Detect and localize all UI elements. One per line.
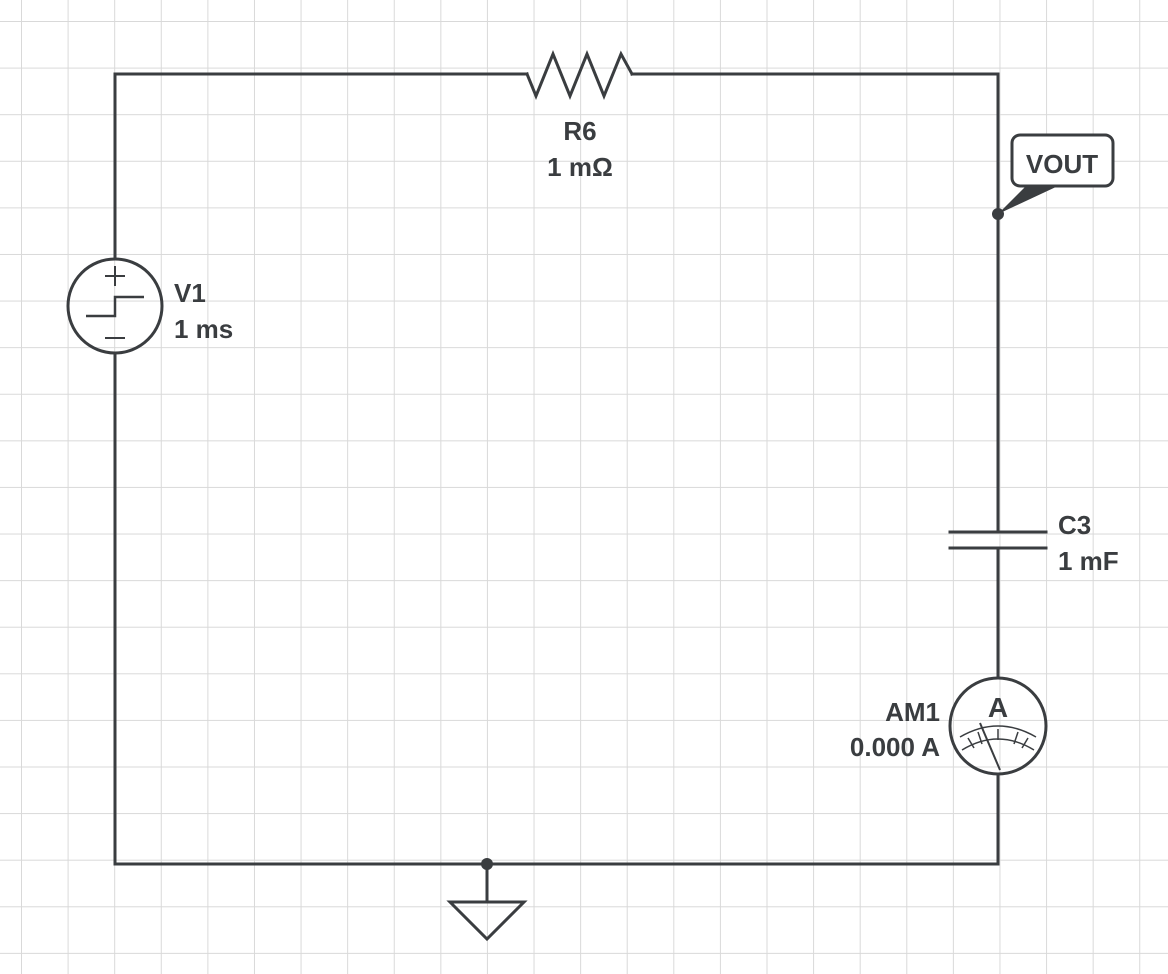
ground-icon <box>446 900 528 942</box>
source-ref-label: V1 <box>174 278 206 308</box>
resistor-ref-label: R6 <box>563 116 596 146</box>
ammeter-symbol: A <box>988 692 1008 723</box>
wires <box>113 72 1000 904</box>
voltage-source-v1[interactable]: V1 1 ms <box>66 257 233 355</box>
source-value-label: 1 ms <box>174 314 233 344</box>
net-label-vout[interactable]: VOUT <box>992 133 1115 220</box>
ground-junction <box>481 858 493 870</box>
capacitor-value-label: 1 mF <box>1058 546 1119 576</box>
net-label-box <box>1010 133 1115 188</box>
wire-top-right[interactable] <box>630 72 1000 534</box>
ammeter-ref-label: AM1 <box>885 697 940 727</box>
vout-junction <box>992 208 1004 220</box>
ground[interactable] <box>446 858 528 942</box>
wire-top-left[interactable] <box>113 72 529 261</box>
net-label-text: VOUT <box>1026 149 1098 179</box>
wire-left-bottom[interactable] <box>113 351 1000 866</box>
capacitor-c3[interactable]: C3 1 mF <box>948 510 1119 576</box>
resistor-value-label: 1 mΩ <box>547 152 613 182</box>
resistor-zigzag <box>525 50 635 100</box>
ammeter-am1[interactable]: A AM1 0.000 A <box>850 676 1048 776</box>
resistor-r6[interactable]: R6 1 mΩ <box>525 50 635 182</box>
net-label-pointer <box>998 186 1058 214</box>
ammeter-reading-label: 0.000 A <box>850 732 940 762</box>
step-voltage-source-icon <box>66 257 164 355</box>
ammeter-gauge-icon: A <box>948 676 1048 776</box>
capacitor-ref-label: C3 <box>1058 510 1091 540</box>
